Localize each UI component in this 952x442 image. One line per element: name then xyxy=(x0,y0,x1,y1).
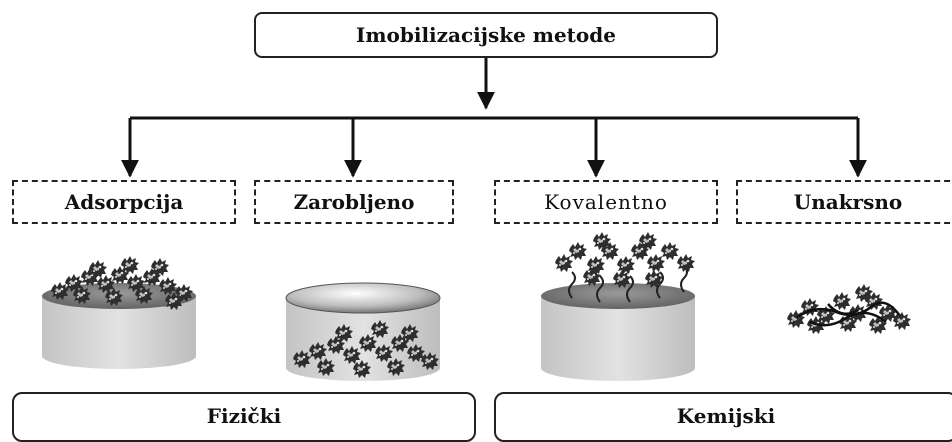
crosslinking-illustration xyxy=(787,284,911,334)
covalent-linkers xyxy=(568,265,688,303)
method-node-adsorption: Adsorpcija xyxy=(12,180,236,224)
root-label: Imobilizacijske metode xyxy=(356,23,616,47)
root-node: Imobilizacijske metode xyxy=(254,12,718,58)
method-node-crosslinking: Unakrsno xyxy=(736,180,952,224)
covalent-enzymes xyxy=(555,232,695,288)
method-label-covalent: Kovalentno xyxy=(544,190,668,214)
group-node-physical: Fizički xyxy=(12,392,476,442)
method-label-entrapment: Zarobljeno xyxy=(293,190,415,214)
connector-lines xyxy=(121,58,867,178)
method-node-covalent: Kovalentno xyxy=(494,180,718,224)
entrapment-illustration xyxy=(285,282,441,381)
group-label-physical: Fizički xyxy=(206,404,282,428)
diagram-canvas xyxy=(42,58,911,381)
covalent-illustration xyxy=(541,232,695,381)
adsorption-illustration xyxy=(42,256,196,369)
method-node-entrapment: Zarobljeno xyxy=(254,180,454,224)
method-label-crosslinking: Unakrsno xyxy=(793,190,903,214)
group-label-chemical: Kemijski xyxy=(676,404,776,428)
group-node-chemical: Kemijski xyxy=(494,392,952,442)
method-label-adsorption: Adsorpcija xyxy=(64,190,184,214)
crosslink-bonds xyxy=(795,301,902,327)
